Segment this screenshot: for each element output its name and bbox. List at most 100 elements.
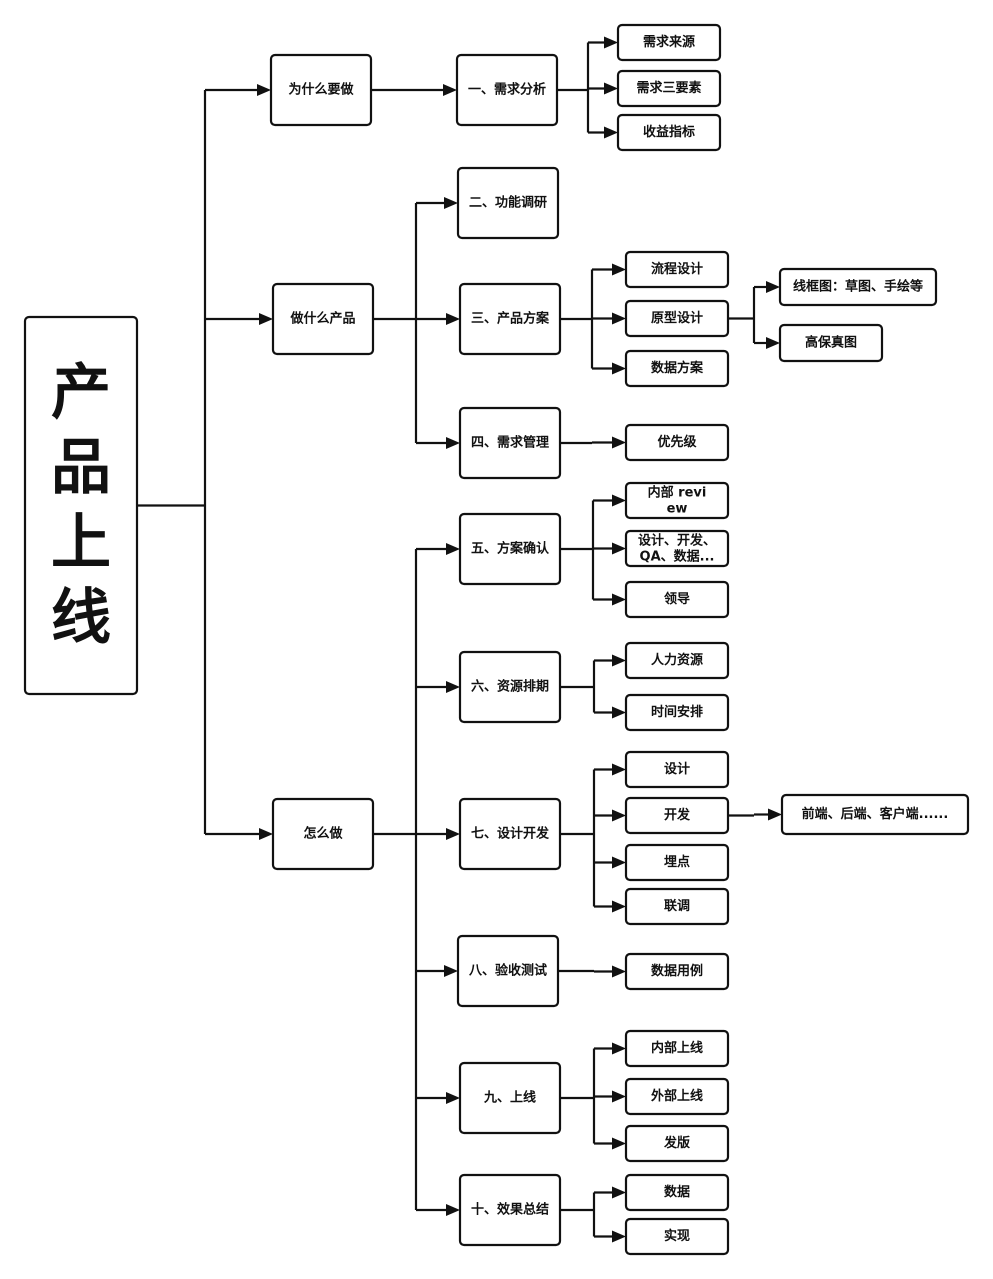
node-s1b: 需求三要素	[616, 69, 722, 108]
node-box	[624, 1173, 730, 1212]
node-box	[624, 423, 730, 462]
node-s3b1: 线框图：草图、手绘等	[778, 267, 938, 307]
node-label: 埋点	[664, 854, 690, 870]
arrow-head-icon	[612, 494, 626, 507]
node-s7: 七、设计开发	[458, 797, 562, 871]
arrow-head-icon	[612, 706, 626, 719]
node-label: 高保真图	[805, 335, 857, 351]
arrow-head-icon	[446, 313, 460, 325]
arrow-head-icon	[612, 263, 626, 276]
node-s6a: 人力资源	[624, 641, 730, 680]
node-label: 四、需求管理	[471, 435, 549, 451]
node-box	[624, 580, 730, 619]
node-box	[458, 797, 562, 871]
node-label: 收益指标	[643, 124, 695, 140]
node-s3a: 流程设计	[624, 250, 730, 289]
arrow-head-icon	[446, 828, 460, 840]
node-box	[778, 323, 884, 363]
node-label: 开发	[664, 807, 691, 823]
node-box	[616, 69, 722, 108]
node-label: 内部上线	[651, 1040, 703, 1056]
root-title-char: 产	[51, 358, 111, 428]
node-label: 人力资源	[651, 652, 703, 668]
node-box	[616, 113, 722, 152]
arrow-head-icon	[257, 84, 271, 96]
node-s1c: 收益指标	[616, 113, 722, 152]
node-label: 数据用例	[651, 963, 703, 979]
node-label: 原型设计	[651, 310, 703, 326]
node-box	[624, 796, 730, 835]
node-s3c: 数据方案	[624, 349, 730, 388]
arrow-head-icon	[446, 1092, 460, 1104]
arrow-head-icon	[612, 542, 626, 555]
node-s1: 一、需求分析	[455, 53, 559, 127]
node-s8a: 数据用例	[624, 952, 730, 991]
arrow-head-icon	[766, 337, 780, 349]
node-s2: 二、功能调研	[456, 166, 560, 240]
node-box	[458, 1061, 562, 1135]
node-box	[458, 406, 562, 480]
arrow-head-icon	[612, 436, 626, 449]
root-title-char: 品	[51, 433, 111, 503]
node-label: 联调	[664, 899, 690, 914]
node-box	[269, 53, 373, 127]
root-title-char: 线	[51, 583, 111, 653]
node-box	[778, 267, 938, 307]
node-box	[624, 1029, 730, 1068]
nodes-layer: 产品上线为什么要做一、需求分析需求来源需求三要素收益指标做什么产品二、功能调研三…	[23, 23, 970, 1256]
node-s10: 十、效果总结	[458, 1173, 562, 1247]
arrow-head-icon	[612, 809, 626, 822]
node-s9b: 外部上线	[624, 1077, 730, 1116]
arrow-head-icon	[604, 126, 618, 139]
node-label: 需求来源	[643, 34, 695, 50]
node-s4a: 优先级	[624, 423, 730, 462]
node-box	[616, 23, 722, 62]
node-s3: 三、产品方案	[458, 282, 562, 356]
arrow-head-icon	[766, 281, 780, 293]
node-label: 优先级	[657, 434, 697, 450]
node-label: 数据	[664, 1184, 690, 1200]
node-label: 九、上线	[483, 1090, 536, 1106]
arrow-head-icon	[612, 763, 626, 776]
node-s3b: 原型设计	[624, 299, 730, 338]
node-box	[624, 299, 730, 338]
node-s6: 六、资源排期	[458, 650, 562, 724]
node-box	[458, 1173, 562, 1247]
node-s7d: 联调	[624, 887, 730, 926]
node-box	[624, 250, 730, 289]
node-box	[624, 887, 730, 926]
arrow-head-icon	[612, 900, 626, 913]
node-label: 为什么要做	[288, 82, 353, 98]
node-s10b: 实现	[624, 1217, 730, 1256]
node-label: 一、需求分析	[468, 82, 546, 98]
arrow-head-icon	[604, 36, 618, 49]
node-label: 六、资源排期	[471, 679, 549, 695]
node-s4: 四、需求管理	[458, 406, 562, 480]
node-label: 三、产品方案	[471, 311, 550, 327]
arrow-head-icon	[446, 681, 460, 693]
node-label: 线框图：草图、手绘等	[793, 279, 923, 295]
arrow-head-icon	[446, 437, 460, 449]
node-box	[271, 282, 375, 356]
node-label: 发版	[663, 1135, 690, 1151]
node-s1a: 需求来源	[616, 23, 722, 62]
node-label: 领导	[664, 591, 690, 607]
node-s3b2: 高保真图	[778, 323, 884, 363]
node-label: 实现	[664, 1228, 690, 1244]
arrow-head-icon	[443, 84, 457, 96]
arrow-head-icon	[612, 654, 626, 667]
node-label: 十、效果总结	[471, 1202, 549, 1218]
arrow-head-icon	[446, 543, 460, 555]
arrow-head-icon	[259, 313, 273, 325]
node-box	[624, 952, 730, 991]
arrow-head-icon	[612, 965, 626, 978]
node-s5b: 设计、开发、QA、数据...	[624, 529, 730, 568]
node-s7c: 埋点	[624, 843, 730, 882]
node-box	[624, 529, 730, 568]
node-s8: 八、验收测试	[456, 934, 560, 1008]
node-label: 五、方案确认	[471, 541, 550, 557]
arrow-head-icon	[612, 1137, 626, 1150]
arrow-head-icon	[612, 1186, 626, 1199]
